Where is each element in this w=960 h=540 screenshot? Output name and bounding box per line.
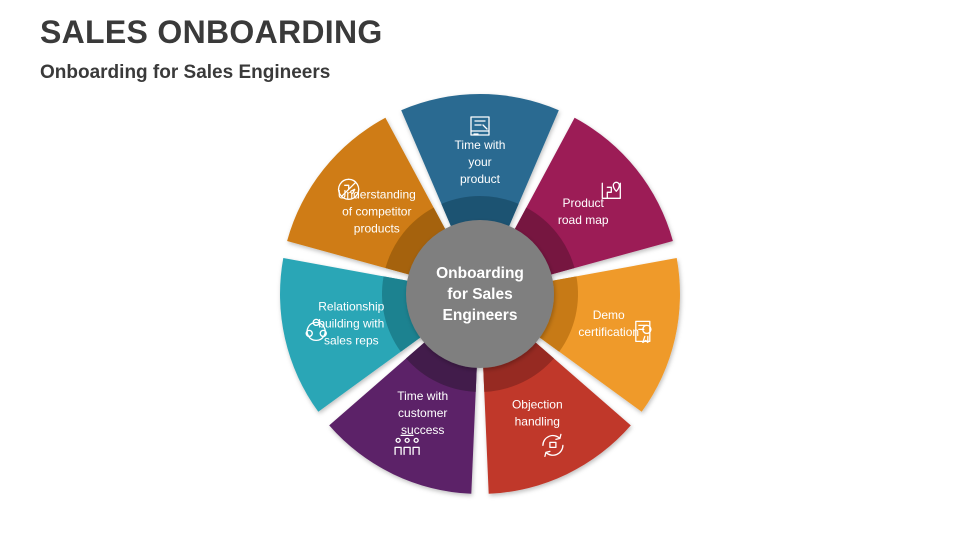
competitor-analysis-icon [338, 178, 360, 200]
relationship-icon [305, 318, 327, 341]
center-circle-shape [406, 220, 554, 368]
segment-7-label-line-1: Understanding [338, 188, 416, 202]
segment-1: Time with your product [401, 94, 559, 253]
center-label-line-3: Engineers [443, 307, 518, 324]
page-subtitle: Onboarding for Sales Engineers [40, 62, 331, 83]
segment-5-label-line-1: Time with [397, 389, 448, 403]
segment-2-label-line-2: road map [558, 213, 609, 227]
center-label-line-1: Onboarding [436, 265, 524, 282]
center-circle: Onboarding for Sales Engineers [406, 220, 554, 368]
segment-6-label-line-1: Relationship [318, 299, 384, 313]
segment-1-label-line-1: Time with [455, 138, 506, 152]
segment-7-label-line-3: products [354, 222, 400, 236]
segment-6-label-line-3: sales reps [324, 333, 379, 347]
center-label-line-2: for Sales [447, 286, 512, 303]
certificate-icon [635, 320, 652, 344]
segment-5-label-line-3: success [401, 423, 444, 437]
segment-3-label-line-2: certification [578, 325, 639, 339]
segment-1-label-line-2: your [468, 155, 491, 169]
blueprint-icon [470, 116, 490, 136]
segment-1-shape [401, 94, 559, 253]
segment-7-label-line-2: of competitor [342, 205, 411, 219]
segment-4-label-line-2: handling [515, 414, 560, 428]
road-map-icon [601, 181, 621, 199]
objection-handling-icon [542, 433, 564, 458]
team-icon [394, 434, 420, 456]
segment-2-label-line-1: Product [563, 196, 605, 210]
segment-4-label-line-1: Objection [512, 397, 563, 411]
segment-5-label-line-2: customer [398, 406, 447, 420]
page-title: SALES ONBOARDING [40, 14, 383, 50]
segment-3-label-line-1: Demo [593, 308, 625, 322]
segment-6-label-line-2: building with [318, 316, 384, 330]
segment-1-label-line-3: product [460, 172, 501, 186]
